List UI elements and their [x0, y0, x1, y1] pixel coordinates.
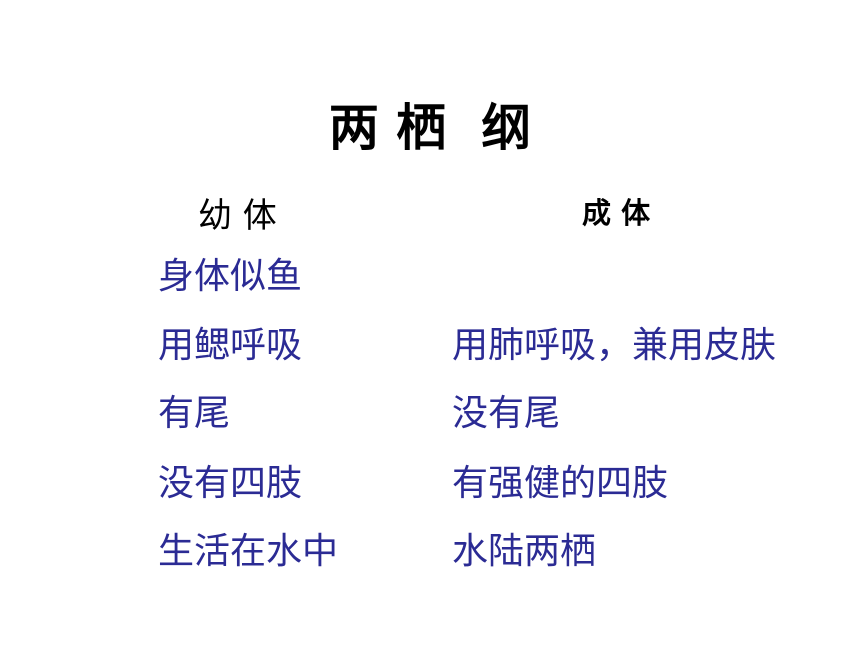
juvenile-trait: 用鳃呼吸	[158, 325, 303, 366]
juvenile-trait: 有尾	[158, 393, 231, 434]
juvenile-trait: 身体似鱼	[158, 256, 303, 297]
slide-title: 两 栖 纲	[328, 99, 532, 157]
juvenile-trait: 生活在水中	[158, 531, 339, 572]
adult-column-header: 成 体	[582, 196, 651, 230]
adult-trait: 没有尾	[452, 393, 561, 434]
adult-trait: 有强健的四肢	[452, 463, 669, 504]
juvenile-column-header: 幼 体	[198, 196, 277, 236]
adult-trait: 用肺呼吸，兼用皮肤	[452, 325, 777, 366]
adult-trait: 水陆两栖	[452, 531, 597, 572]
juvenile-trait: 没有四肢	[158, 463, 303, 504]
